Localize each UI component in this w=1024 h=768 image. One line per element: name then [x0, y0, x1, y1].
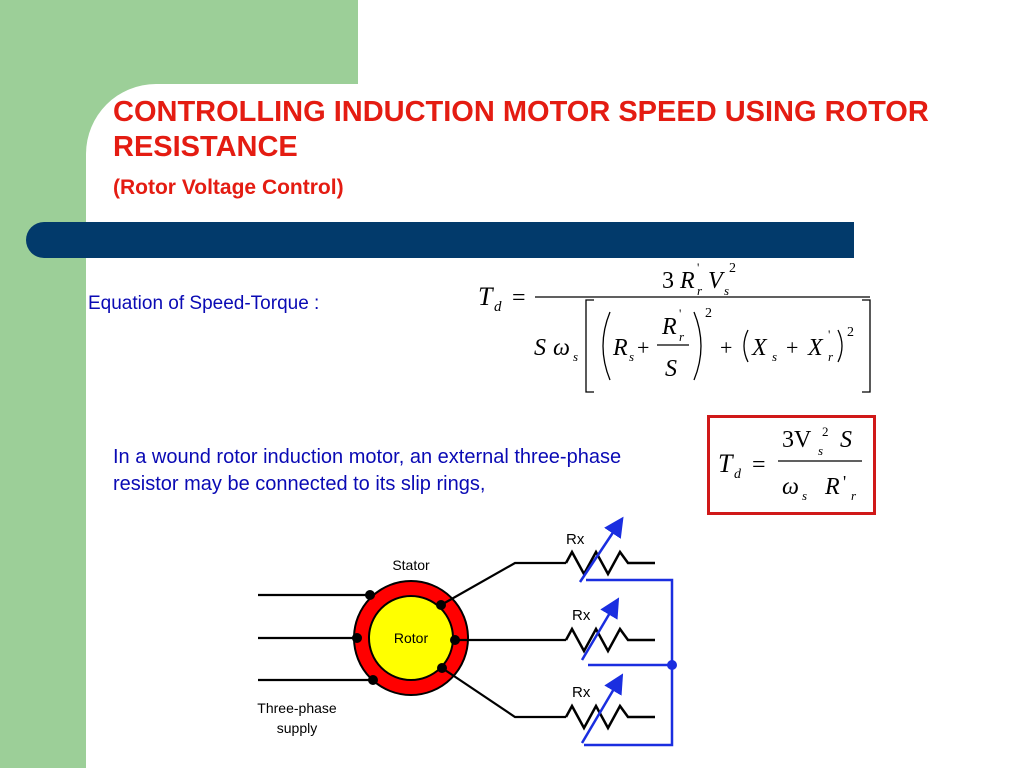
box-den-R-sub: r: [851, 488, 857, 503]
eq-num-R-sub: r: [697, 283, 703, 298]
eq-den-Xr-sub: r: [828, 349, 834, 364]
title-divider-bar: [26, 222, 854, 258]
eq-frac-R-prime: ': [679, 306, 681, 321]
eq-right-bracket: [862, 299, 871, 393]
box-den-omega-sub: s: [802, 488, 807, 503]
eq-left-bracket: [585, 299, 594, 393]
stator-label: Stator: [392, 557, 430, 573]
resistor-label-2: Rx: [572, 607, 591, 624]
box-lhs-sub: d: [734, 467, 742, 482]
rotor-leads: [440, 561, 566, 719]
eq-frac-R: R: [661, 314, 677, 340]
eq-plus-3: +: [786, 335, 798, 360]
eq-lhs-sub: d: [494, 299, 502, 315]
resistor-label-3: Rx: [572, 684, 591, 701]
eq-den-Xr-prime: ': [828, 327, 830, 342]
eq-frac-R-sub: r: [679, 329, 685, 344]
eq-right-paren-2: [837, 329, 843, 363]
eq-den-omega-sub: s: [573, 349, 578, 364]
slide-subtitle: (Rotor Voltage Control): [113, 176, 344, 199]
eq-left-paren-2: [743, 329, 749, 363]
eq-den-Xs: X: [751, 335, 768, 361]
eq-den-Xr: X: [807, 335, 824, 361]
eq-right-paren: [693, 311, 702, 381]
eq-num-3: 3: [662, 268, 674, 294]
variable-arrow-icon: [578, 516, 624, 583]
eq-frac-sup: 2: [705, 306, 712, 321]
body-text: In a wound rotor induction motor, an ext…: [113, 446, 622, 495]
resistor-label-1: Rx: [566, 531, 585, 548]
supply-label-line1: Three-phase: [257, 700, 337, 716]
eq-paren-sup: 2: [847, 325, 854, 340]
eq-den-S: S: [534, 335, 546, 361]
equation-label: Equation of Speed-Torque :: [88, 293, 320, 314]
eq-num-V-sub: s: [724, 283, 729, 298]
eq-den-omega: ω: [553, 335, 570, 361]
rotor-label: Rotor: [394, 630, 429, 646]
slide-title: CONTROLLING INDUCTION MOTOR SPEED USING …: [113, 96, 929, 163]
eq-equals: =: [512, 285, 526, 311]
box-den-R: R: [824, 474, 840, 500]
box-den-omega: ω: [782, 474, 799, 500]
eq-lhs-T: T: [478, 282, 494, 311]
variable-arrow-icon: [580, 597, 620, 661]
content-panel: [86, 84, 1024, 768]
eq-den-Rs: R: [612, 335, 628, 361]
star-connection: [584, 578, 677, 747]
eq-num-R-prime: ': [697, 260, 699, 275]
eq-num-V: V: [708, 268, 725, 294]
box-num-3V: 3V: [782, 427, 812, 453]
eq-left-paren: [602, 311, 611, 381]
eq-frac-S: S: [665, 356, 677, 382]
box-equals: =: [752, 452, 766, 478]
eq-num-R: R: [679, 268, 695, 294]
supply-label-line2: supply: [277, 720, 317, 736]
box-lhs-T: T: [718, 449, 734, 478]
highlighted-equation-box: [707, 415, 876, 515]
resistor-1: [564, 516, 655, 583]
box-den-prime: ': [843, 472, 846, 492]
box-num-S: S: [840, 427, 852, 453]
resistor-3: [564, 673, 655, 744]
eq-den-Xs-sub: s: [772, 349, 777, 364]
eq-den-Rs-sub: s: [629, 349, 634, 364]
eq-plus-2: +: [720, 335, 732, 360]
variable-arrow-icon: [580, 673, 624, 744]
box-num-sub: s: [818, 443, 823, 458]
supply-lines: [258, 593, 373, 682]
eq-plus-1: +: [637, 335, 649, 360]
resistor-2: [564, 597, 655, 661]
box-num-sup: 2: [822, 424, 829, 439]
eq-num-V-sup: 2: [729, 261, 736, 276]
